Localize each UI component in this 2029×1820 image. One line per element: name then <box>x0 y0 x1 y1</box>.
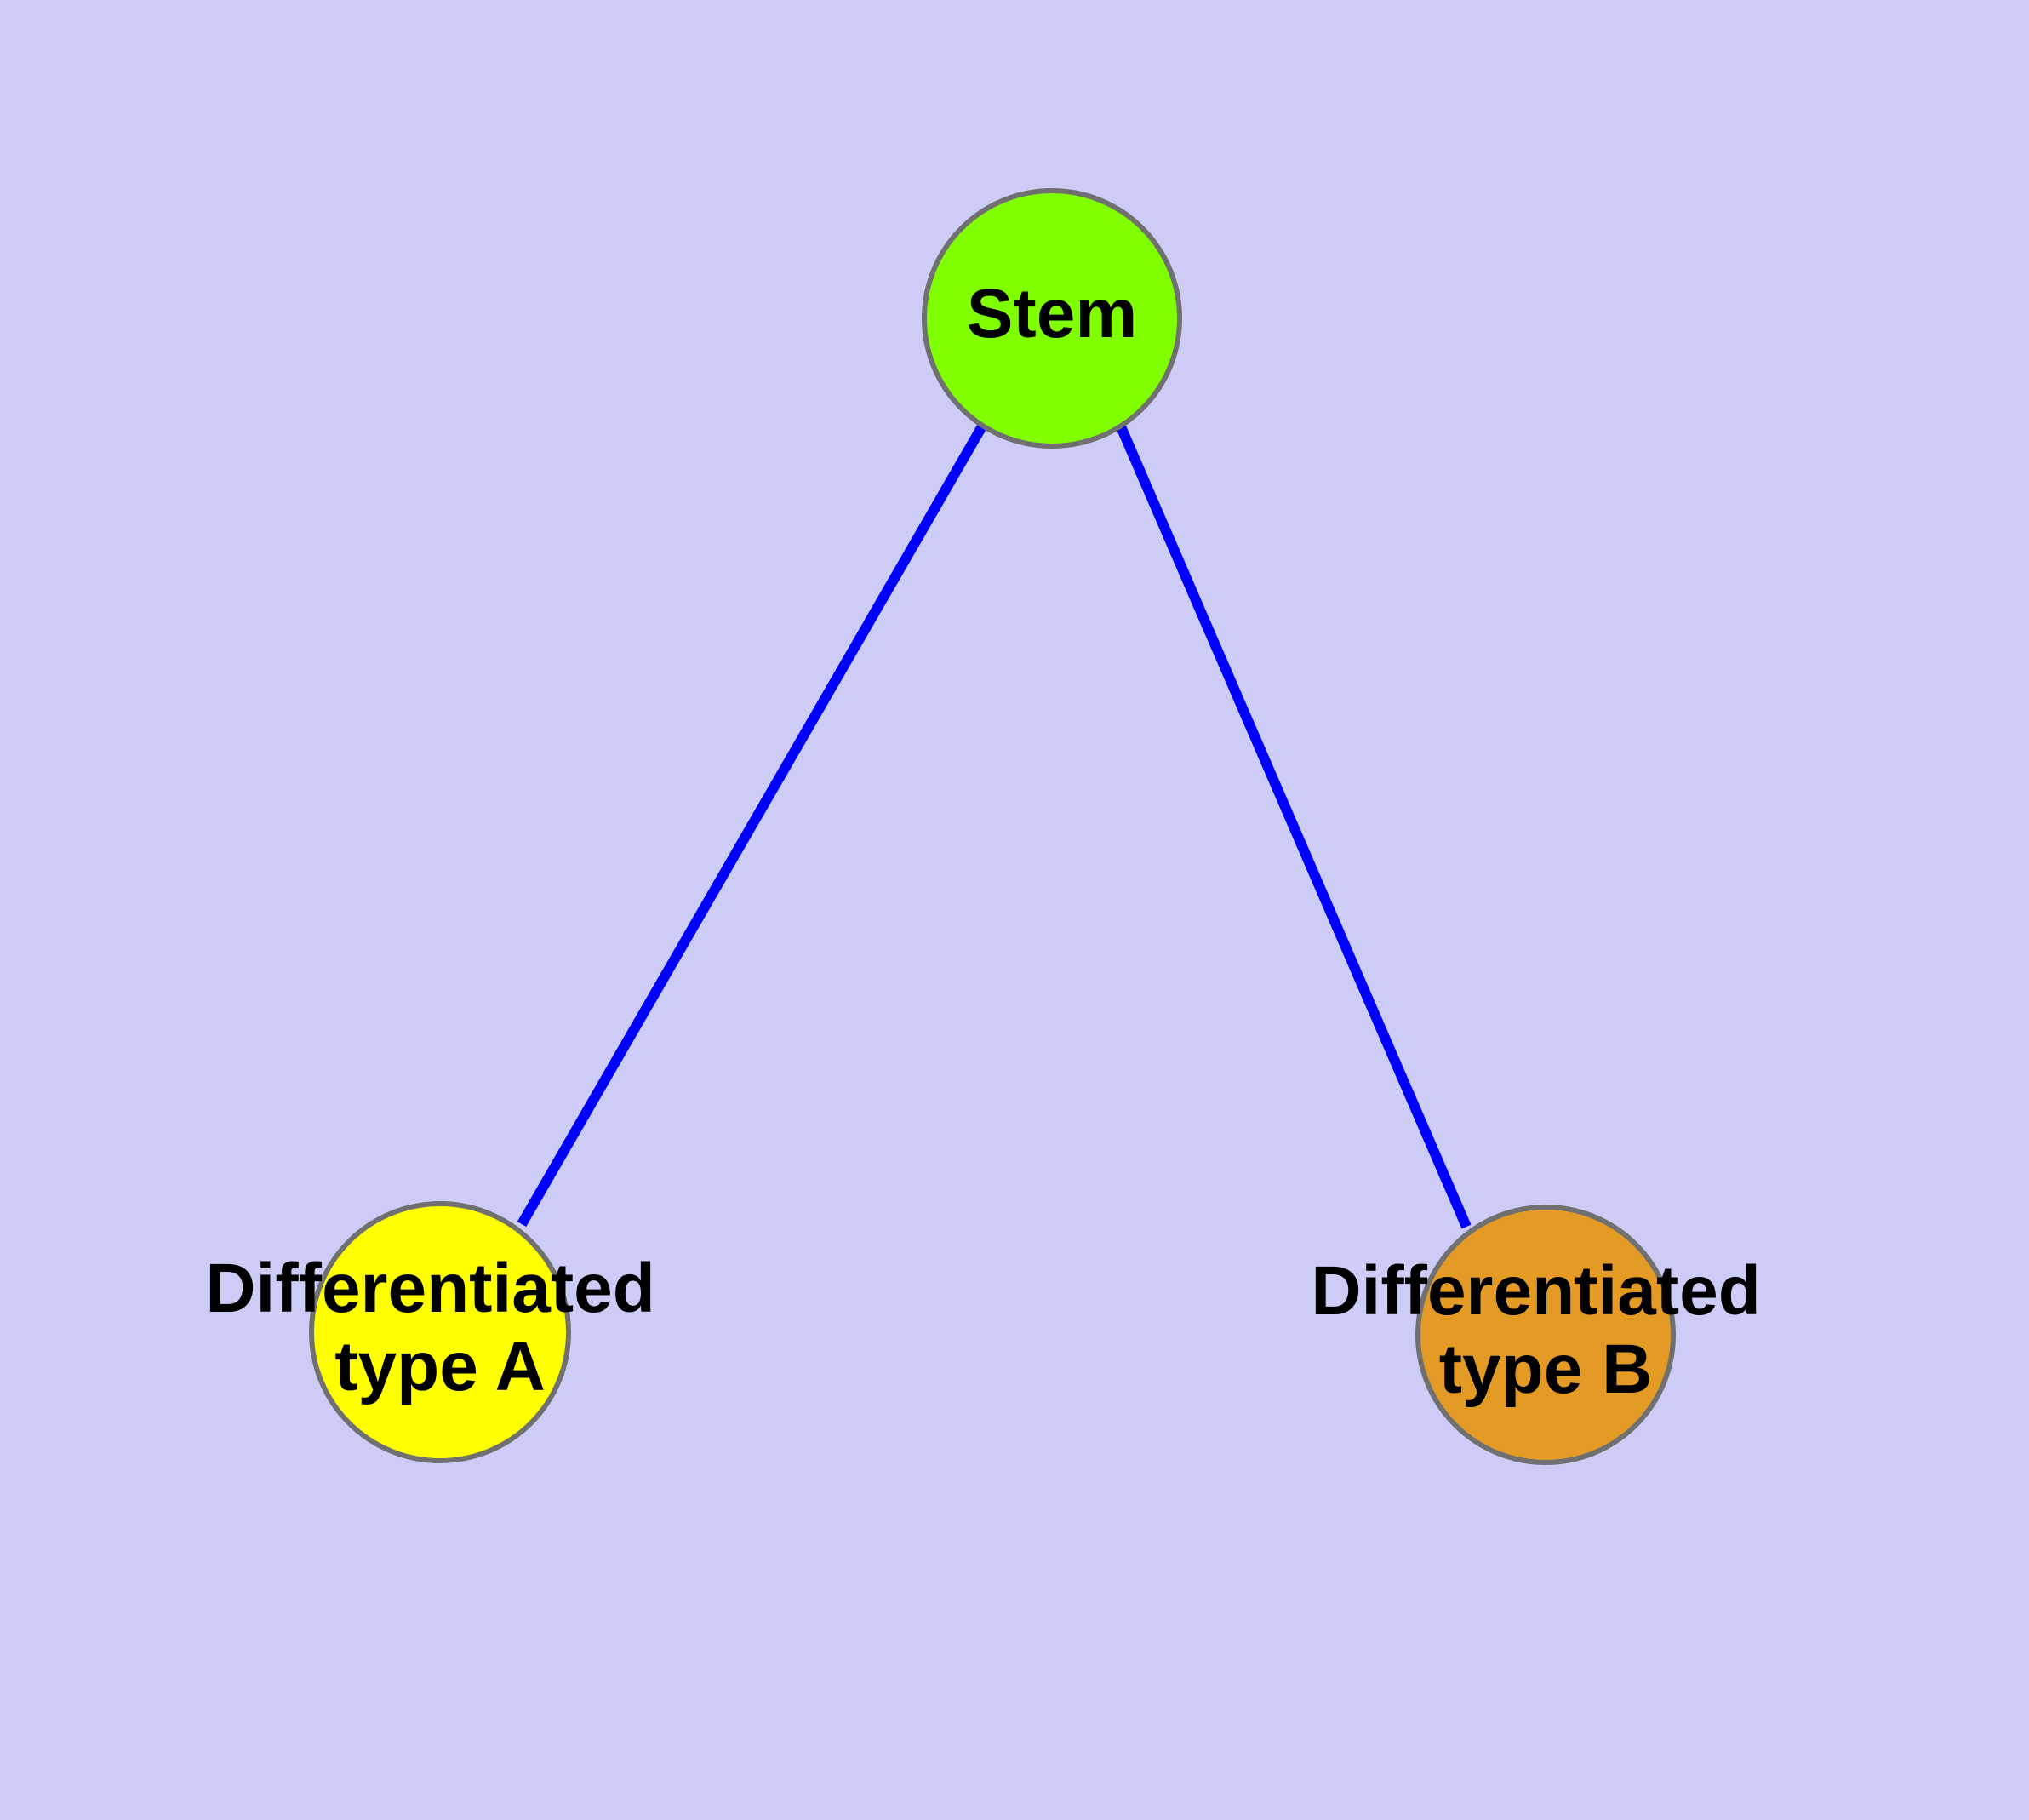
node-differentiated-type-a[interactable] <box>309 1201 571 1463</box>
edge-stem-to-differentiated-type-a[interactable] <box>517 422 988 1227</box>
node-label-differentiated-type-b-line2: type B <box>1439 1331 1653 1408</box>
node-differentiated-type-b[interactable] <box>1415 1205 1676 1465</box>
edge-layer <box>517 422 1472 1229</box>
node-label-stem-line1: Stem <box>967 275 1138 352</box>
node-layer <box>309 188 1676 1465</box>
node-label-differentiated-type-b-line1: Differentiated <box>1311 1252 1761 1330</box>
label-layer: Stem Differentiated type A Differentiate… <box>205 275 1780 1408</box>
node-label-differentiated-type-a: Differentiated type A <box>205 1250 674 1405</box>
node-label-stem: Stem <box>967 275 1138 352</box>
node-label-differentiated-type-a-line1: Differentiated <box>205 1250 655 1327</box>
node-label-differentiated-type-b: Differentiated type B <box>1311 1252 1780 1408</box>
edge-stem-to-differentiated-type-b[interactable] <box>1115 422 1472 1229</box>
node-stem[interactable] <box>922 188 1182 449</box>
node-label-differentiated-type-a-line2: type A <box>334 1328 546 1405</box>
